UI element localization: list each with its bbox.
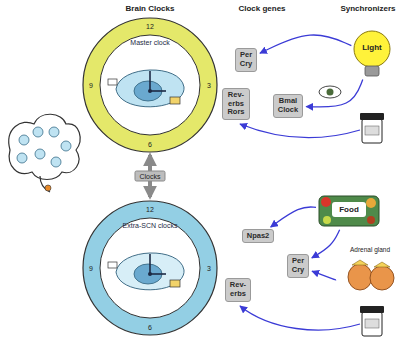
- clock-number: 6: [148, 324, 152, 331]
- illustration-part: [367, 216, 375, 224]
- column-heading: Clock genes: [238, 4, 285, 13]
- illustration-part: [365, 126, 379, 135]
- illustration-part: [348, 264, 372, 290]
- illustration-part: [319, 196, 379, 226]
- clock-title: Extra-SCN clocks: [110, 222, 190, 229]
- illustration-part: [19, 135, 29, 145]
- clock-gene-box: Per Cry: [235, 48, 258, 71]
- clock-gene-box: Rev-erbs Rors: [222, 88, 249, 120]
- food-tray: Food: [318, 192, 380, 228]
- illustration-part: [319, 86, 341, 98]
- synchronizer-arrow: [271, 207, 316, 227]
- mini-clocks: [17, 127, 71, 167]
- clock-number: 3: [207, 265, 211, 272]
- illustration-part: [35, 149, 45, 159]
- clock-number: 9: [89, 82, 93, 89]
- adrenal-gland: Adrenal gland: [338, 244, 402, 292]
- illustration-part: [352, 260, 368, 265]
- illustration-part: [365, 319, 379, 328]
- eye-icon: [319, 86, 341, 98]
- clock-gene-box: Npas2: [242, 229, 275, 244]
- gene-name: Npas2: [247, 232, 270, 241]
- clock-gene-box: Bmal Clock: [273, 94, 303, 117]
- illustration-part: [83, 201, 217, 335]
- column-heading: Synchronizers: [340, 4, 395, 13]
- illustration-part: [148, 89, 152, 93]
- pill-bottle: [360, 306, 384, 336]
- scn-dot: [45, 185, 51, 191]
- illustration-part: [100, 35, 200, 135]
- synchronizer-arrow: [312, 230, 340, 258]
- pill-bottle: [360, 113, 384, 143]
- extra-scn-clock-circle: Extra-SCN clocks: [82, 200, 218, 336]
- light-bulb: Light: [352, 30, 392, 80]
- clock-gene-box: Per Cry: [287, 254, 310, 277]
- illustration-part: [51, 157, 61, 167]
- master-clock-circle: Master clock: [82, 17, 218, 153]
- gene-name: Rev-erbs: [230, 281, 246, 298]
- extra-scn-clock-circle-shape: [82, 200, 218, 336]
- synchronizer-name: Light: [352, 43, 392, 52]
- gene-name: Per Cry: [240, 51, 253, 68]
- clock-title: Master clock: [110, 39, 190, 46]
- clock-gene-box: Rev-erbs: [225, 278, 251, 301]
- gene-name: Bmal Clock: [278, 97, 298, 114]
- illustration-part: [49, 127, 59, 137]
- clock-number: 6: [148, 141, 152, 148]
- column-heading: Brain Clocks: [126, 4, 175, 13]
- illustration-part: [321, 197, 331, 207]
- illustration-part: [17, 153, 27, 163]
- illustration-part: [116, 70, 184, 107]
- illustration-part: [362, 119, 382, 143]
- illustration-part: [33, 127, 43, 137]
- light-bulb-shape: [352, 30, 392, 80]
- synchronizer-arrow: [260, 35, 351, 53]
- illustration-part: [83, 18, 217, 152]
- brain-outline: [9, 114, 80, 179]
- illustration-part: [149, 254, 151, 274]
- synchronizer-name: Food: [318, 205, 380, 214]
- illustration-part: [366, 198, 376, 208]
- clock-number: 9: [89, 265, 93, 272]
- illustration-part: [150, 273, 166, 275]
- drug-arrow: [240, 124, 360, 138]
- edge-label: Clocks: [134, 171, 165, 182]
- synchronizer-name: Adrenal gland: [338, 246, 402, 253]
- illustration-part: [170, 280, 180, 287]
- illustration-part: [360, 306, 384, 313]
- clock-number: 3: [207, 82, 211, 89]
- illustration-part: [108, 79, 117, 85]
- illustration-part: [148, 272, 152, 276]
- illustration-part: [360, 113, 384, 120]
- illustration-part: [374, 262, 390, 267]
- brain-stem: [40, 176, 50, 192]
- illustration-part: [365, 66, 379, 76]
- illustration-part: [100, 218, 200, 318]
- master-clock-circle-shape: [82, 17, 218, 153]
- illustration-part: [61, 141, 71, 151]
- illustration-part: [323, 216, 331, 224]
- drug-arrow: [240, 306, 360, 330]
- synchronizer-arrow: [306, 79, 363, 106]
- illustration-part: [370, 266, 394, 290]
- synchronizer-arrow: [312, 271, 336, 280]
- gene-name: Rev-erbs Rors: [227, 91, 244, 117]
- brain-icon: [9, 114, 80, 192]
- illustration-part: [108, 262, 117, 268]
- illustration-part: [150, 90, 166, 92]
- illustration-part: [116, 253, 184, 290]
- illustration-part: [149, 71, 151, 91]
- gene-name: Per Cry: [292, 257, 305, 274]
- clock-number: 12: [146, 206, 154, 213]
- clock-number: 12: [146, 23, 154, 30]
- illustration-part: [362, 312, 382, 336]
- illustration-part: [170, 97, 180, 104]
- illustration-part: [327, 89, 334, 96]
